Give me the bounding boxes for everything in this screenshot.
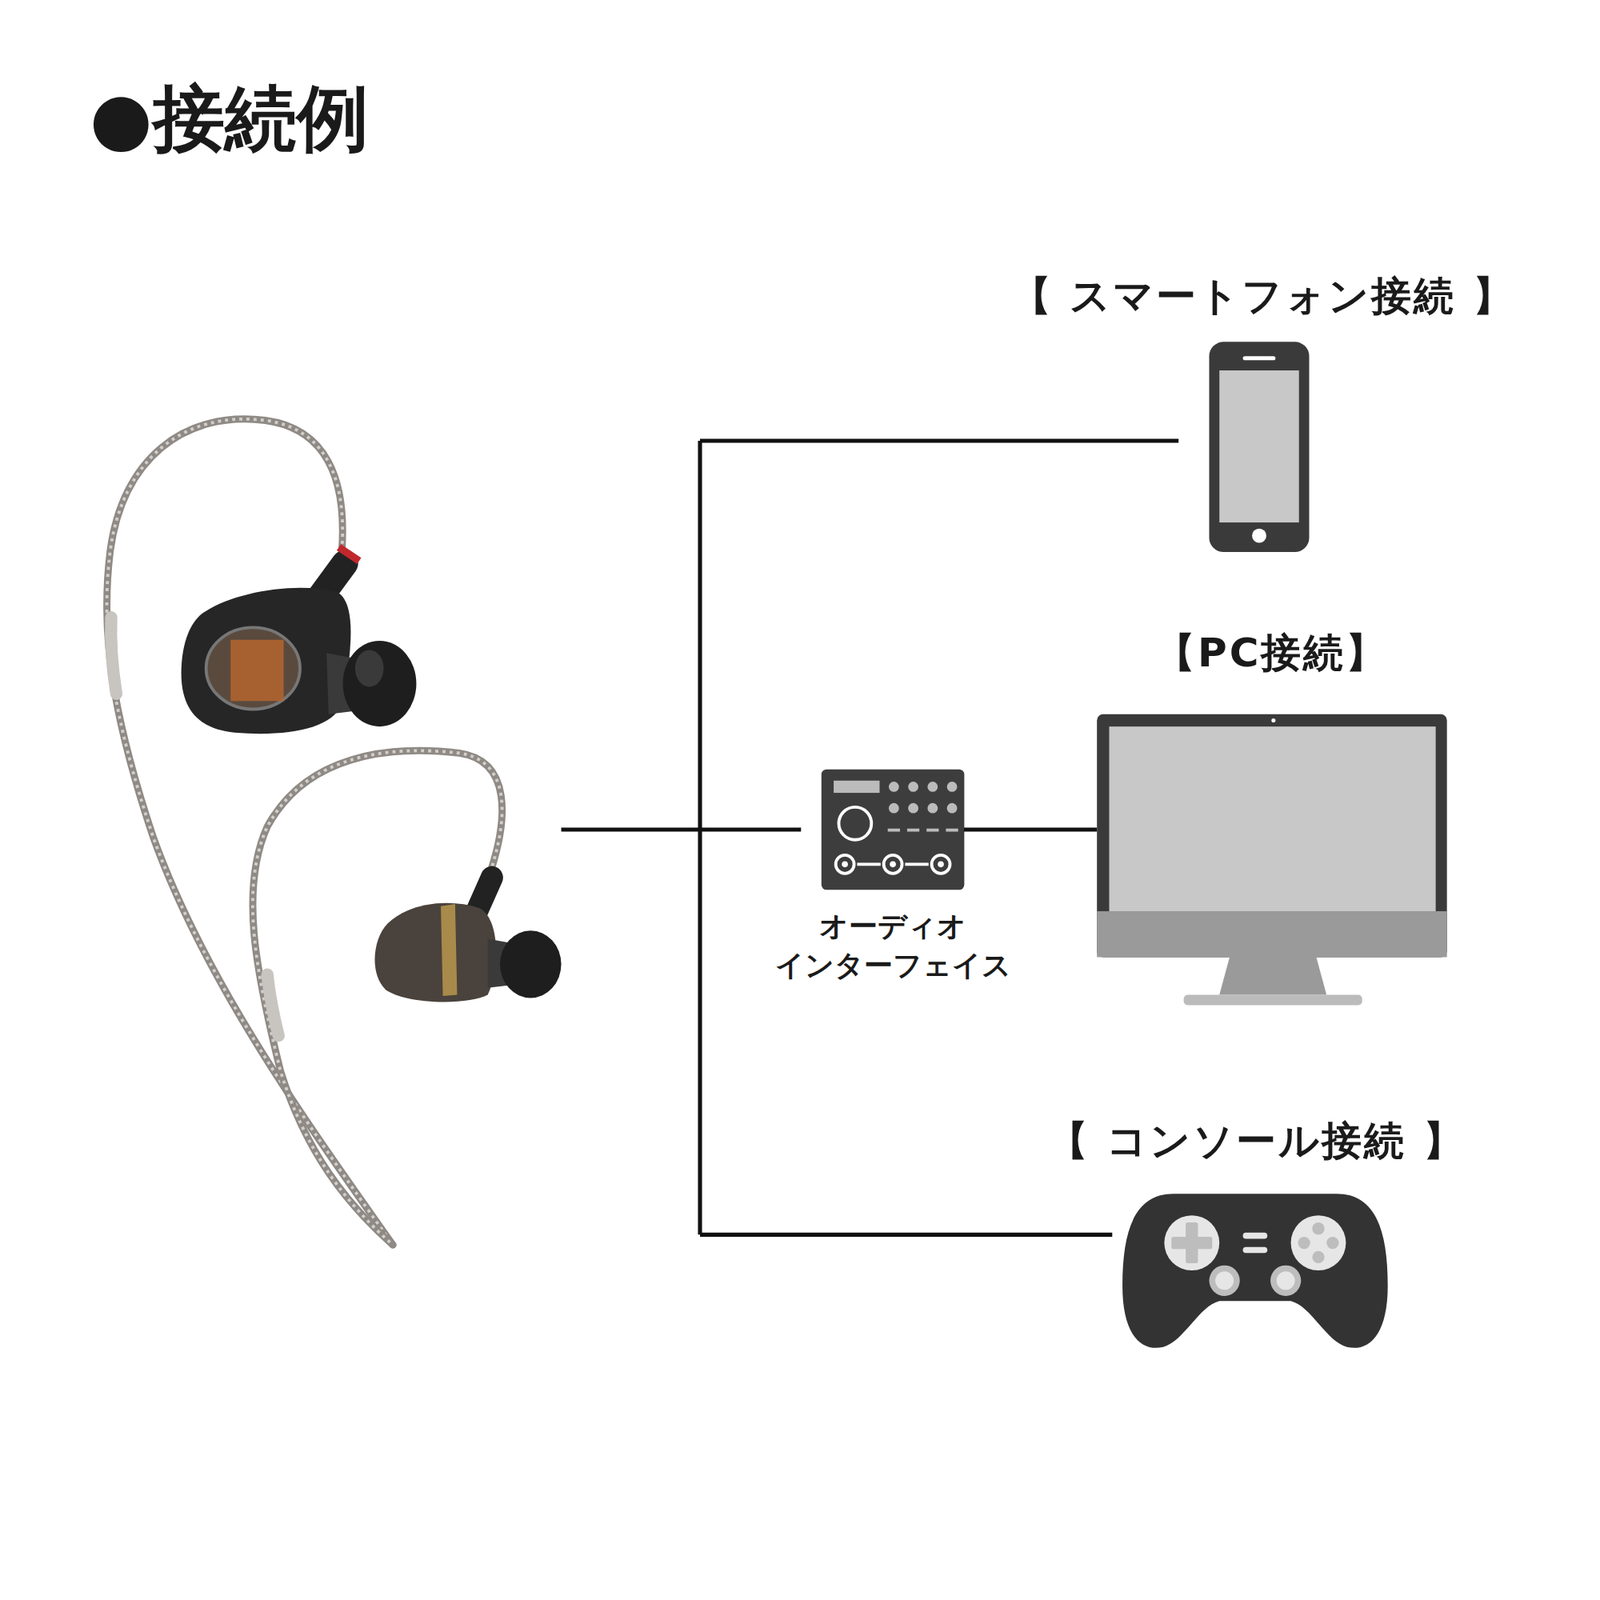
phone-body	[1208, 341, 1309, 552]
jack-centre	[889, 861, 896, 868]
face-button	[1297, 1236, 1310, 1249]
wire	[697, 440, 702, 1235]
phone-screen	[1219, 370, 1299, 523]
slider	[888, 828, 900, 832]
controller-body	[1122, 1193, 1388, 1348]
button	[888, 781, 900, 792]
select-button	[1243, 1232, 1268, 1240]
interface-body	[821, 769, 965, 891]
connector-line	[964, 828, 1097, 832]
jack-centre	[841, 861, 848, 868]
phone-button	[1252, 528, 1267, 544]
earphone-illustration	[106, 419, 561, 1245]
jack-centre	[937, 861, 944, 868]
cable-sleeve	[111, 617, 117, 695]
gold-band	[440, 904, 457, 996]
cable-braid	[252, 750, 503, 1245]
ear-tip	[500, 930, 562, 998]
face-button	[1326, 1236, 1339, 1249]
wire	[700, 438, 1179, 443]
dpad	[1171, 1222, 1212, 1264]
interface-jacks	[836, 855, 951, 874]
cable-sleeve	[267, 974, 279, 1036]
monitor-camera	[1271, 718, 1276, 723]
face-buttons	[1297, 1222, 1339, 1264]
jack-link	[904, 862, 928, 866]
ear-tip	[343, 640, 417, 727]
analog-stick	[1208, 1265, 1240, 1296]
monitor-screen	[1108, 726, 1436, 912]
heading-text: 【PC接続】	[1150, 625, 1393, 680]
analog-stick	[1270, 1265, 1301, 1296]
connection-heading: 【 スマートフォン接続 】	[1006, 268, 1520, 324]
interface-buttons	[888, 781, 959, 832]
cable-braid	[106, 419, 393, 1245]
device-label: オーディオ インターフェイス	[760, 907, 1025, 985]
pc-monitor: 【PC接続】	[1096, 714, 1448, 1005]
face-button	[1312, 1222, 1324, 1235]
earpiece-window	[206, 627, 300, 709]
connection-heading: 【 コンソール接続 】	[1043, 1113, 1471, 1168]
monitor-chin	[1096, 911, 1448, 957]
slider	[907, 828, 920, 832]
monitor-icon	[1096, 714, 1448, 1006]
button	[947, 781, 958, 792]
earpiece-body	[181, 588, 352, 734]
heading-text: 【 スマートフォン接続 】	[1006, 268, 1520, 324]
button	[888, 803, 900, 814]
button	[908, 803, 919, 814]
wire	[561, 827, 700, 832]
jack	[836, 855, 855, 874]
face-button	[1312, 1251, 1324, 1264]
monitor-stand	[1219, 956, 1327, 995]
button	[927, 803, 938, 814]
audio-interface-icon	[821, 769, 965, 891]
monitor-frame	[1096, 714, 1448, 958]
driver	[230, 640, 284, 702]
jack	[932, 855, 951, 874]
monitor-base	[1184, 995, 1363, 1006]
slider	[945, 828, 958, 832]
slider	[926, 828, 939, 832]
jack	[884, 855, 903, 874]
ear-tip-highlight	[355, 650, 384, 688]
dpad-arm	[1171, 1236, 1212, 1249]
button-ring	[1291, 1215, 1347, 1271]
start-button	[1243, 1247, 1268, 1254]
interface-jack-centres	[841, 861, 944, 868]
interface-display	[833, 780, 880, 793]
wire	[700, 1232, 1112, 1237]
button	[927, 781, 938, 792]
button	[947, 803, 958, 814]
audio-interface: オーディオ インターフェイス	[821, 769, 964, 890]
earpiece-body	[374, 903, 496, 1003]
cable	[106, 419, 393, 1245]
diagram-title: ●接続例	[89, 76, 369, 160]
plug-ring	[347, 551, 352, 558]
analog-stick-top	[1276, 1271, 1296, 1290]
analog-stick-top	[1215, 1271, 1234, 1290]
interface-knob	[838, 807, 872, 840]
game-controller-icon	[1122, 1193, 1388, 1348]
jack-link	[856, 862, 880, 866]
smartphone-icon	[1208, 341, 1309, 552]
phone-speaker	[1243, 356, 1276, 360]
wires	[561, 440, 1180, 1235]
dpad-ring	[1164, 1215, 1220, 1271]
button	[908, 781, 919, 792]
cable	[252, 750, 503, 1245]
heading-text: 【 コンソール接続 】	[1043, 1113, 1471, 1168]
wire	[700, 827, 801, 832]
